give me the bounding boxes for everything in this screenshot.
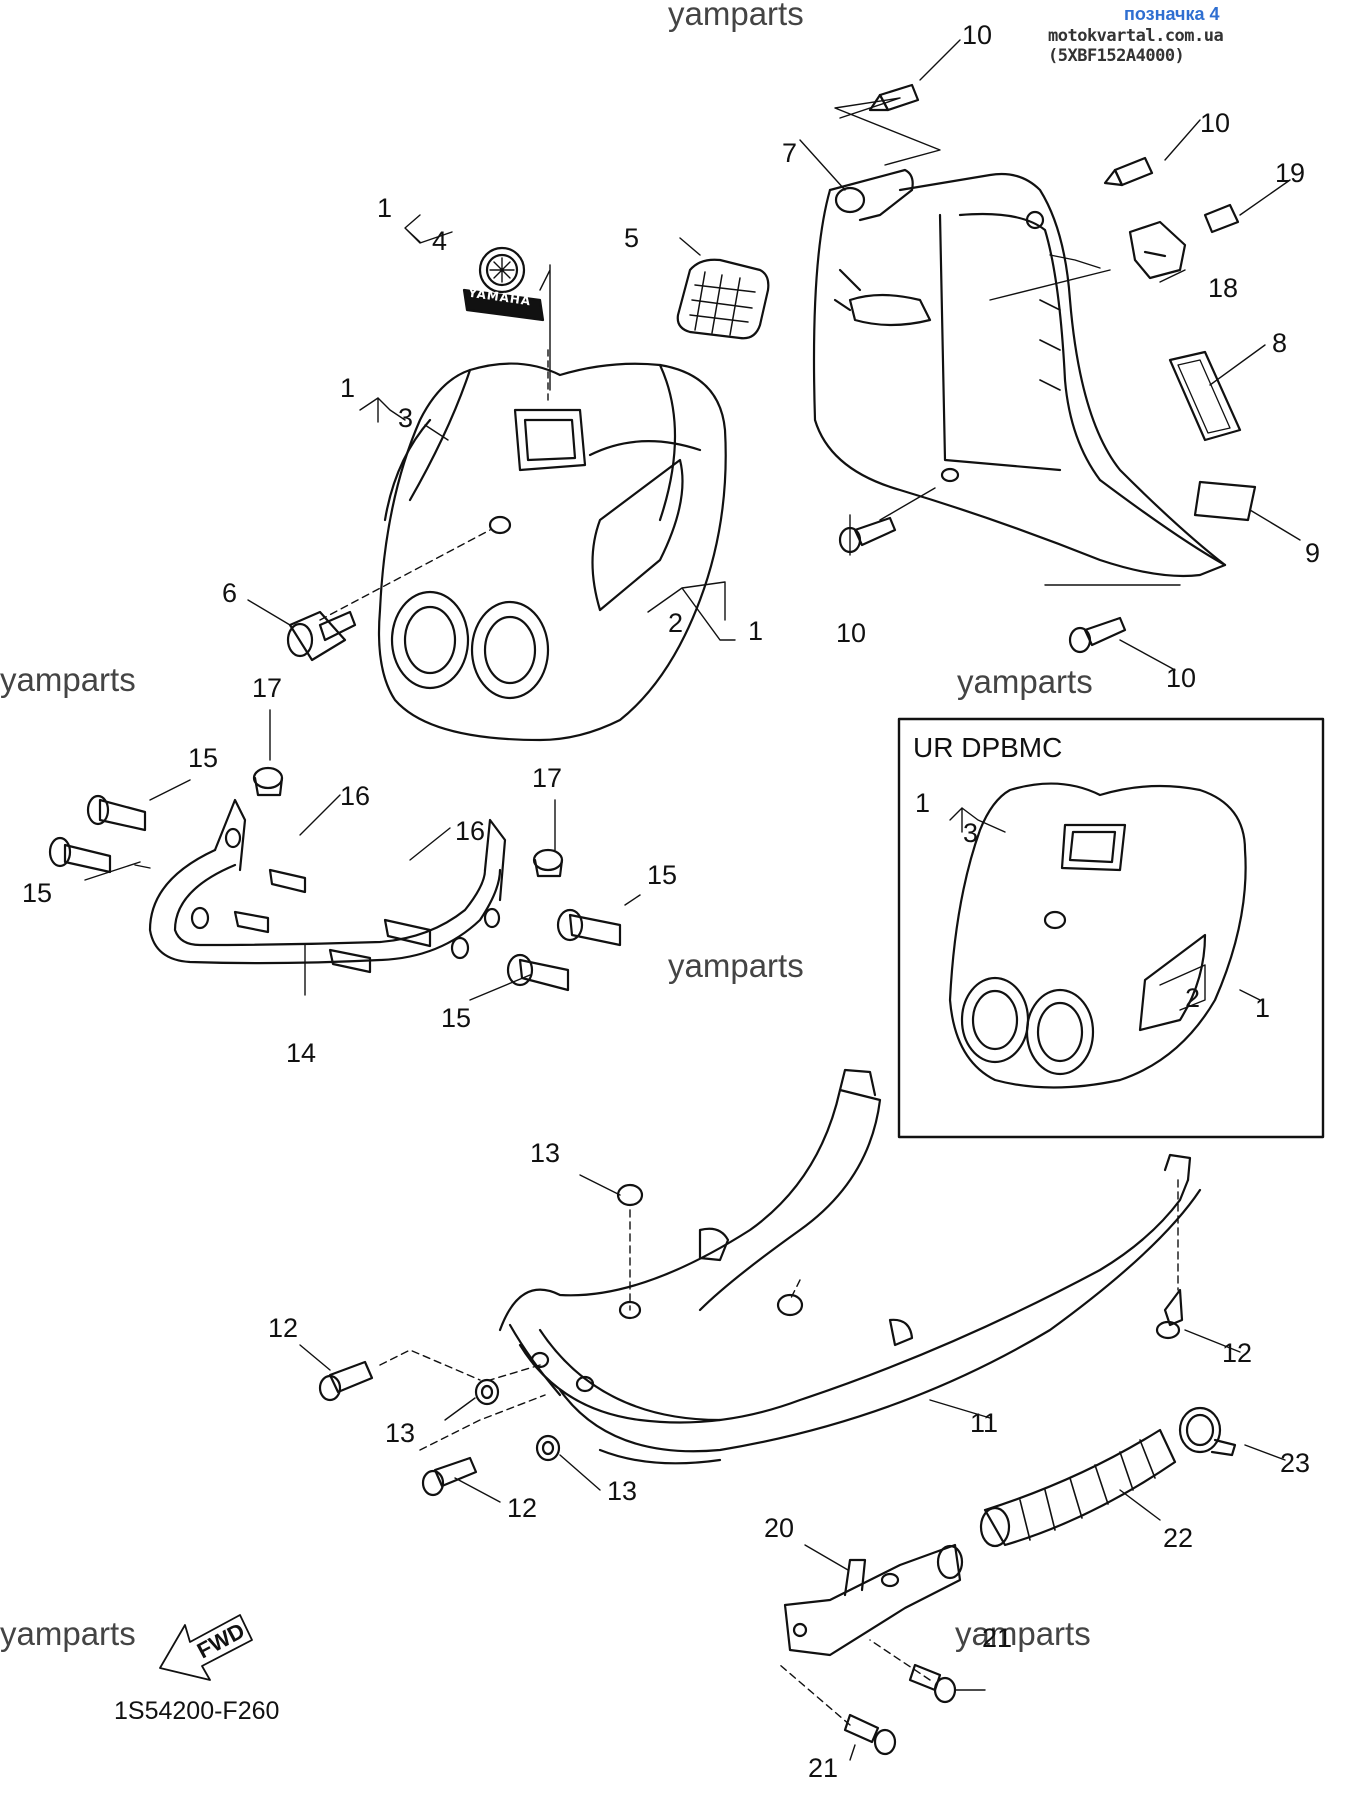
callout-1: 1: [1255, 993, 1271, 1023]
callout-2: 2: [668, 608, 684, 638]
callout-7: 7: [782, 138, 798, 168]
callout-10: 10: [1166, 663, 1197, 693]
callout-14: 14: [286, 1038, 317, 1068]
clamp-part-23: [1178, 1406, 1237, 1457]
watermark: yamparts: [955, 1615, 1091, 1652]
callout-3: 3: [963, 818, 979, 848]
watermark: yamparts: [0, 661, 136, 698]
callout-10: 10: [1200, 108, 1231, 138]
callout-22: 22: [1163, 1523, 1194, 1553]
under-cover-part-11: [498, 1068, 1202, 1465]
callout-10: 10: [836, 618, 867, 648]
callout-13: 13: [385, 1418, 416, 1448]
callout-1: 1: [915, 788, 931, 818]
callout-11: 11: [970, 1408, 999, 1438]
callout-15: 15: [22, 878, 53, 908]
grille-part-5: [676, 258, 770, 340]
pad-part-9: [1193, 480, 1257, 522]
front-cover-part-3: [377, 362, 727, 742]
callout-9: 9: [1305, 538, 1321, 568]
callout-15: 15: [188, 743, 219, 773]
callout-23: 23: [1280, 1448, 1311, 1478]
screw-part-6: [286, 610, 357, 662]
watermark: yamparts: [668, 0, 804, 32]
leader-lines: [84, 39, 1301, 1761]
callout-15: 15: [441, 1003, 472, 1033]
watermark: yamparts: [0, 1615, 136, 1652]
fasteners-part-12-13: [318, 1288, 1184, 1497]
callout-20: 20: [764, 1513, 795, 1543]
callout-21: 21: [982, 1623, 1013, 1653]
callout-19: 19: [1275, 158, 1306, 188]
callout-2: 2: [1185, 983, 1201, 1013]
fwd-arrow: [159, 1614, 253, 1681]
yamaha-emblem-part-4: [462, 246, 545, 322]
callout-15: 15: [647, 860, 678, 890]
watermark: yamparts: [668, 947, 804, 984]
hose-part-22: [979, 1428, 1177, 1548]
source-label: motokvartal.com.ua (5XBF152A4000): [1048, 26, 1224, 66]
callout-1: 1: [340, 373, 356, 403]
pad-part-8: [1168, 350, 1242, 442]
inset-box: [897, 717, 1325, 1139]
tag-label: позначка 4: [1124, 4, 1220, 24]
callout-17: 17: [532, 763, 563, 793]
callout-16: 16: [455, 816, 486, 846]
screws-part-21: [843, 1663, 957, 1756]
callout-21: 21: [808, 1753, 839, 1783]
inner-cover-part-7: [812, 168, 1227, 578]
callout-12: 12: [268, 1313, 299, 1343]
callout-6: 6: [222, 578, 238, 608]
callout-3: 3: [398, 403, 414, 433]
callout-13: 13: [607, 1476, 638, 1506]
callout-5: 5: [624, 223, 640, 253]
clip-part-18: [1128, 220, 1187, 280]
diagram-code: 1S54200-F260: [114, 1697, 280, 1725]
inset-front-cover: [948, 782, 1247, 1089]
bracket-part-20: [783, 1543, 964, 1657]
bolts-part-15-16-17: [48, 766, 622, 992]
inset-title: UR DPBMC: [913, 732, 1063, 763]
callout-10: 10: [962, 20, 993, 50]
callout-1: 1: [377, 193, 393, 223]
callout-17: 17: [252, 673, 283, 703]
callout-16: 16: [340, 781, 371, 811]
screws-part-10-19: [838, 83, 1240, 654]
callout-18: 18: [1208, 273, 1239, 303]
callout-4: 4: [432, 226, 448, 256]
grab-bar-part-14: [148, 798, 507, 965]
watermark: yamparts: [957, 663, 1093, 700]
callout-12: 12: [1222, 1338, 1253, 1368]
callout-8: 8: [1272, 328, 1288, 358]
callout-1: 1: [748, 616, 764, 646]
callout-13: 13: [530, 1138, 561, 1168]
callout-12: 12: [507, 1493, 538, 1523]
